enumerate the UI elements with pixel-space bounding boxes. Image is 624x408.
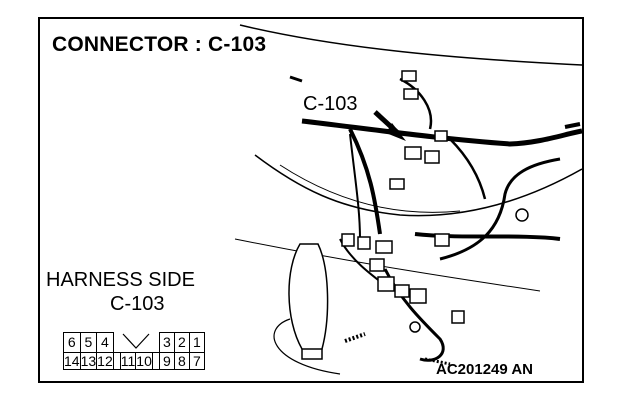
harness-side-connector-id: C-103	[110, 293, 165, 315]
pin-cell: 11	[119, 351, 137, 370]
pin-cell: 6	[63, 332, 81, 353]
pin-cell: 7	[188, 351, 205, 370]
pin-gap	[113, 351, 121, 370]
pin-cell: 8	[173, 351, 190, 370]
pin-cell: 10	[135, 351, 153, 370]
pin-row-top: 6 5 4 3 2 1	[63, 332, 205, 353]
wiring-illustration	[234, 24, 582, 375]
pin-cell: 13	[79, 351, 98, 370]
connector-callout-label: C-103	[303, 93, 358, 115]
pin-gap	[113, 333, 120, 353]
drawing-code: AC201249 AN	[436, 361, 533, 378]
pin-row-bottom: 14 13 12 11 10 9 8 7	[63, 351, 205, 370]
pin-cell: 4	[96, 332, 114, 353]
pin-cell: 12	[96, 351, 114, 370]
pin-cell: 9	[158, 351, 175, 370]
key-notch	[120, 333, 152, 353]
pin-cell: 2	[173, 332, 190, 353]
page-title: CONNECTOR : C-103	[52, 33, 267, 56]
pin-cell: 14	[63, 351, 81, 370]
pin-gap	[152, 333, 159, 353]
pin-cell: 5	[79, 332, 98, 353]
pin-cell: 3	[158, 332, 175, 353]
pin-cell: 1	[188, 332, 205, 353]
diagram-frame: CONNECTOR : C-103 C-103 HARNESS SIDE C-1…	[38, 17, 584, 383]
key-notch-icon	[122, 333, 150, 349]
pin-gap	[152, 351, 160, 370]
harness-side-label: HARNESS SIDE	[46, 269, 195, 291]
connector-pinout-table: 6 5 4 3 2 1 14 13 12 11 10 9 8 7	[63, 332, 205, 370]
